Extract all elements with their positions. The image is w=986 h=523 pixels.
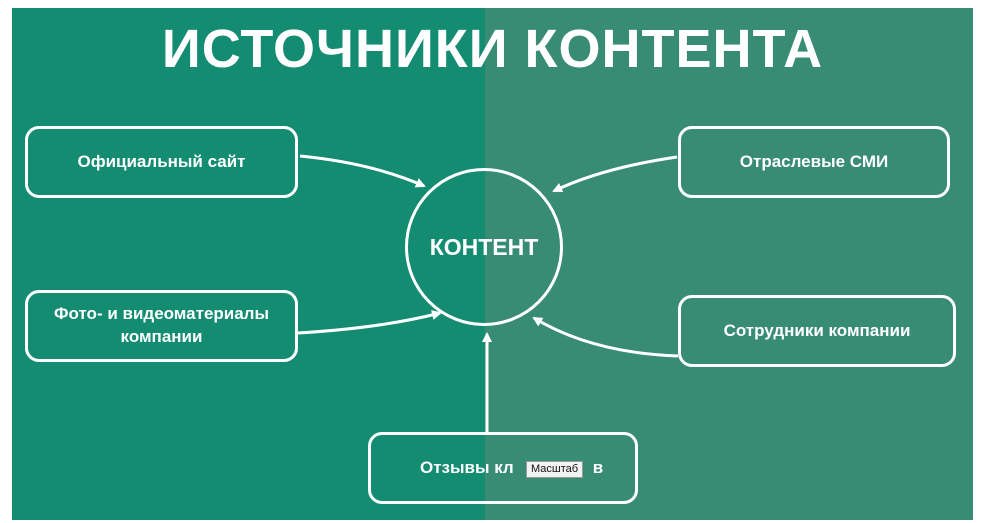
source-photo-video: Фото- и видеоматериалы компании bbox=[25, 290, 298, 362]
source-employees-label: Сотрудники компании bbox=[723, 320, 911, 340]
arrows-layer bbox=[297, 154, 679, 434]
source-photo-video-label: Фото- и видеоматериалы компании bbox=[54, 303, 269, 349]
content-label: КОНТЕНТ bbox=[429, 233, 539, 260]
arrow-photo-video bbox=[297, 310, 442, 335]
source-photo-video-line2: компании bbox=[120, 327, 203, 346]
content-circle: КОНТЕНТ bbox=[405, 168, 563, 326]
zoom-tooltip: Масштаб bbox=[526, 461, 584, 479]
source-official-site: Официальный сайт bbox=[25, 126, 298, 198]
diagram-title: ИСТОЧНИКИ КОНТЕНТА bbox=[161, 19, 824, 79]
arrow-employees bbox=[532, 316, 679, 358]
source-official-site-label: Официальный сайт bbox=[77, 151, 246, 171]
arrow-industry-media bbox=[552, 155, 678, 193]
source-employees: Сотрудники компании bbox=[678, 295, 956, 367]
source-industry-media-label: Отраслевые СМИ bbox=[739, 151, 889, 171]
diagram-canvas: ИСТОЧНИКИ КОНТЕНТА КОНТЕНТ Официальный с… bbox=[12, 8, 973, 520]
source-industry-media: Отраслевые СМИ bbox=[678, 126, 950, 198]
source-reviews-label: Отзывы кл bbox=[420, 457, 514, 477]
source-reviews: Отзывы кл в bbox=[368, 432, 638, 504]
source-reviews-tail: в bbox=[592, 457, 604, 477]
arrow-official-site bbox=[299, 154, 426, 188]
source-photo-video-line1: Фото- и видеоматериалы bbox=[53, 304, 269, 324]
